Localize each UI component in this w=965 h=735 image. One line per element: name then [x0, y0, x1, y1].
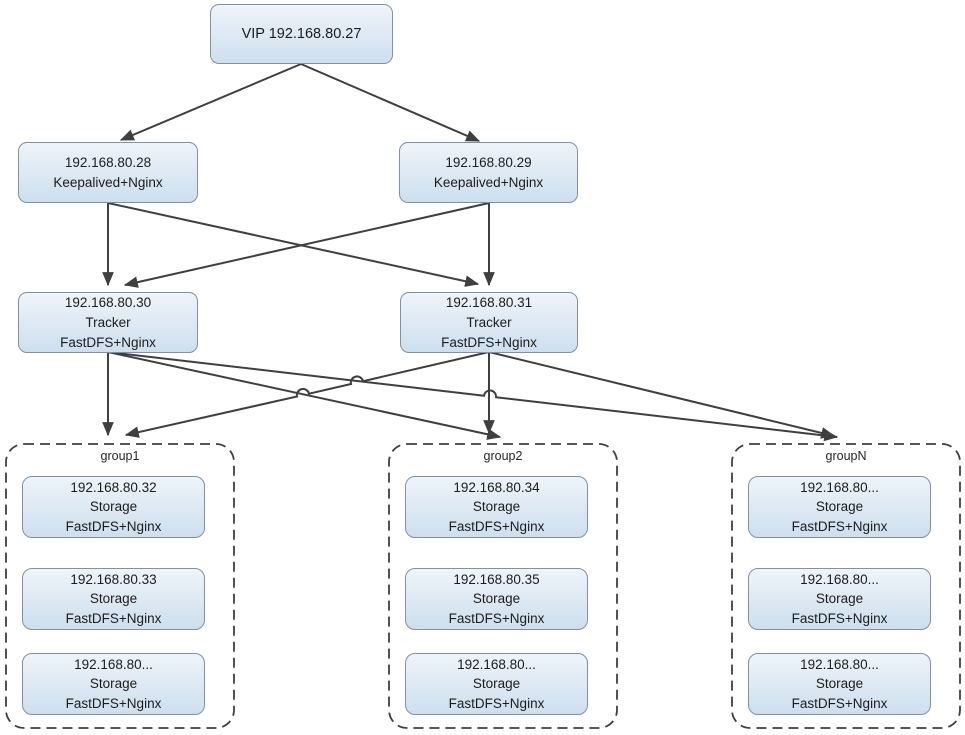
- lb-ip: 192.168.80.28: [64, 154, 152, 170]
- edge-vip-to-lb2: [300, 63, 481, 142]
- storage-role: Storage: [472, 591, 521, 607]
- storage-ip: 192.168.80.34: [453, 479, 540, 495]
- storage-role: Storage: [815, 676, 864, 692]
- storage-stack: FastDFS+Nginx: [65, 518, 162, 534]
- storage-node: 192.168.80.34 Storage FastDFS+Nginx: [405, 476, 588, 538]
- group-title: groupN: [825, 449, 867, 463]
- group-title: group2: [483, 449, 523, 463]
- storage-group-N: groupN 192.168.80... Storage FastDFS+Ngi…: [731, 443, 961, 729]
- lb-ip: 192.168.80.29: [445, 154, 532, 170]
- storage-node: 192.168.80... Storage FastDFS+Nginx: [22, 653, 205, 715]
- storage-stack: FastDFS+Nginx: [448, 610, 545, 626]
- tracker-ip: 192.168.80.31: [445, 294, 533, 310]
- storage-stack: FastDFS+Nginx: [791, 518, 888, 534]
- storage-stack: FastDFS+Nginx: [791, 610, 888, 626]
- storage-role: Storage: [815, 499, 864, 515]
- tracker-role: Tracker: [85, 314, 131, 330]
- storage-node: 192.168.80.33 Storage FastDFS+Nginx: [22, 568, 205, 630]
- storage-role: Storage: [472, 499, 521, 515]
- edge-tracker1-to-group2: [107, 351, 502, 440]
- tracker-node-2: 192.168.80.31 Tracker FastDFS+Nginx: [400, 292, 578, 353]
- lb-role: Keepalived+Nginx: [433, 174, 544, 190]
- group-title: group1: [100, 449, 140, 463]
- edge-tracker2-to-groupN: [488, 351, 836, 439]
- storage-node: 192.168.80... Storage FastDFS+Nginx: [748, 568, 931, 630]
- tracker-role: Tracker: [466, 314, 512, 330]
- storage-ip: 192.168.80.35: [453, 571, 540, 587]
- storage-group-2: group2 192.168.80.34 Storage FastDFS+Ngi…: [388, 443, 618, 729]
- storage-ip: 192.168.80...: [800, 656, 879, 672]
- lb-role: Keepalived+Nginx: [53, 174, 163, 190]
- edge-tracker1-to-groupN: [107, 351, 839, 442]
- edge-lb1-to-tracker2: [107, 202, 480, 287]
- storage-stack: FastDFS+Nginx: [448, 695, 545, 711]
- tracker-stack: FastDFS+Nginx: [60, 334, 156, 350]
- storage-node: 192.168.80... Storage FastDFS+Nginx: [748, 653, 931, 715]
- storage-role: Storage: [472, 676, 521, 692]
- storage-node: 192.168.80.35 Storage FastDFS+Nginx: [405, 568, 588, 630]
- tracker-node-1: 192.168.80.30 Tracker FastDFS+Nginx: [18, 292, 198, 353]
- edge-lb2-to-tracker1: [123, 202, 490, 288]
- storage-ip: 192.168.80...: [74, 656, 153, 672]
- storage-role: Storage: [89, 591, 138, 607]
- vip-node: VIP 192.168.80.27: [210, 4, 393, 64]
- storage-role: Storage: [89, 499, 138, 515]
- tracker-stack: FastDFS+Nginx: [441, 334, 537, 350]
- storage-node: 192.168.80... Storage FastDFS+Nginx: [405, 653, 588, 715]
- lb-node-2: 192.168.80.29 Keepalived+Nginx: [399, 142, 578, 203]
- storage-stack: FastDFS+Nginx: [791, 695, 888, 711]
- storage-stack: FastDFS+Nginx: [65, 695, 162, 711]
- storage-stack: FastDFS+Nginx: [448, 518, 545, 534]
- storage-ip: 192.168.80...: [800, 479, 879, 495]
- storage-role: Storage: [89, 676, 138, 692]
- edge-vip-to-lb1: [119, 63, 302, 141]
- vip-label: VIP 192.168.80.27: [241, 26, 362, 42]
- storage-ip: 192.168.80...: [800, 571, 879, 587]
- lb-node-1: 192.168.80.28 Keepalived+Nginx: [18, 142, 198, 203]
- storage-stack: FastDFS+Nginx: [65, 610, 162, 626]
- tracker-ip: 192.168.80.30: [64, 294, 152, 310]
- storage-ip: 192.168.80.33: [70, 571, 157, 587]
- storage-node: 192.168.80.32 Storage FastDFS+Nginx: [22, 476, 205, 538]
- storage-node: 192.168.80... Storage FastDFS+Nginx: [748, 476, 931, 538]
- edge-tracker2-to-group1: [124, 351, 490, 438]
- storage-ip: 192.168.80.32: [70, 479, 157, 495]
- storage-role: Storage: [815, 591, 864, 607]
- storage-ip: 192.168.80...: [457, 656, 536, 672]
- storage-group-1: group1 192.168.80.32 Storage FastDFS+Ngi…: [5, 443, 235, 729]
